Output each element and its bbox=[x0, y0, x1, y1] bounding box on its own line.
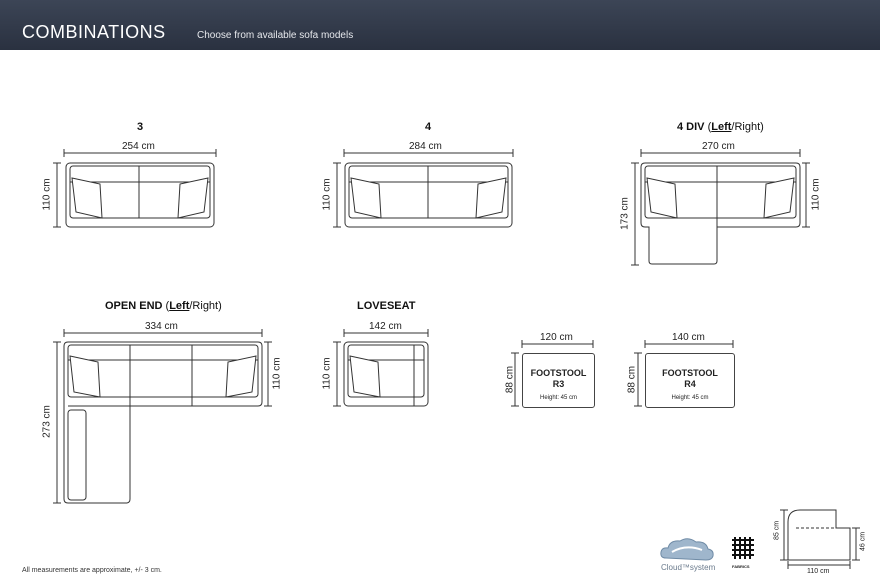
sofa-openend-drawing bbox=[53, 329, 272, 504]
footstool-r4-depth: 88 cm bbox=[626, 365, 638, 394]
model-loveseat-label: LOVESEAT bbox=[357, 300, 416, 312]
model-openend-label: OPEN END (Left/Right) bbox=[105, 300, 222, 312]
footstool-r3-line1: FOOTSTOOL bbox=[530, 368, 587, 378]
sofa-4-drawing bbox=[333, 149, 514, 228]
model-3-depth: 110 cm bbox=[41, 178, 53, 211]
model-4div-left: Left bbox=[711, 121, 732, 133]
footstool-r3-height: Height: 45 cm bbox=[539, 395, 578, 401]
model-3-label: 3 bbox=[136, 121, 144, 133]
footstool-r4-line2: R4 bbox=[684, 379, 696, 389]
footstool-r4-width: 140 cm bbox=[672, 332, 705, 343]
footstool-r3-depth: 88 cm bbox=[504, 365, 516, 394]
sofa-loveseat-drawing bbox=[333, 329, 429, 407]
footstool-r3-line2: R3 bbox=[552, 379, 565, 389]
footstool-r3-width: 120 cm bbox=[540, 332, 573, 343]
model-4div-length: 173 cm bbox=[619, 197, 631, 230]
model-openend-width: 334 cm bbox=[145, 321, 178, 332]
header-bar: COMBINATIONS Choose from available sofa … bbox=[0, 0, 880, 50]
side-view-drawing bbox=[780, 509, 860, 569]
model-loveseat-depth: 110 cm bbox=[321, 357, 333, 390]
model-openend-paren: ( bbox=[162, 300, 170, 312]
model-4-depth: 110 cm bbox=[321, 178, 333, 211]
model-4div-right: /Right) bbox=[731, 121, 764, 133]
sofa-4div-drawing bbox=[631, 149, 810, 266]
cloud-icon bbox=[660, 538, 714, 561]
side-view-depth: 110 cm bbox=[807, 568, 830, 575]
model-openend-depth: 110 cm bbox=[271, 357, 283, 390]
model-4-label: 4 bbox=[424, 121, 432, 133]
page-subtitle: Choose from available sofa models bbox=[197, 30, 354, 41]
cloud-system-text: Cloud™system bbox=[661, 563, 716, 572]
model-4div-name: 4 DIV bbox=[677, 121, 705, 133]
fabrics-logo: FABRICS bbox=[730, 534, 758, 570]
footstool-dims bbox=[511, 340, 734, 407]
fabrics-text: FABRICS bbox=[732, 564, 750, 569]
model-openend-length: 273 cm bbox=[41, 405, 53, 438]
footstool-r4-height: Height: 45 cm bbox=[671, 395, 709, 401]
side-view-height: 85 cm bbox=[773, 520, 781, 541]
model-4div-depth: 110 cm bbox=[810, 178, 822, 211]
side-view-seat: 46 cm bbox=[859, 531, 867, 552]
model-openend-right: /Right) bbox=[189, 300, 222, 312]
cloud-system-logo: Cloud™system bbox=[658, 534, 716, 574]
model-openend-name: OPEN END bbox=[105, 300, 163, 312]
model-openend-left: Left bbox=[169, 300, 190, 312]
model-loveseat-width: 142 cm bbox=[369, 321, 402, 332]
footstool-r4-line1: FOOTSTOOL bbox=[662, 368, 718, 378]
sofa-3-drawing bbox=[53, 149, 217, 228]
model-4-width: 284 cm bbox=[409, 141, 442, 152]
model-4div-label: 4 DIV (Left/Right) bbox=[677, 121, 764, 133]
footnote: All measurements are approximate, +/- 3 … bbox=[22, 567, 162, 574]
model-3-width: 254 cm bbox=[122, 141, 155, 152]
model-4div-paren: ( bbox=[704, 121, 712, 133]
fabric-grid-icon bbox=[732, 537, 754, 559]
page-title: COMBINATIONS bbox=[22, 22, 166, 42]
model-4div-width: 270 cm bbox=[702, 141, 735, 152]
